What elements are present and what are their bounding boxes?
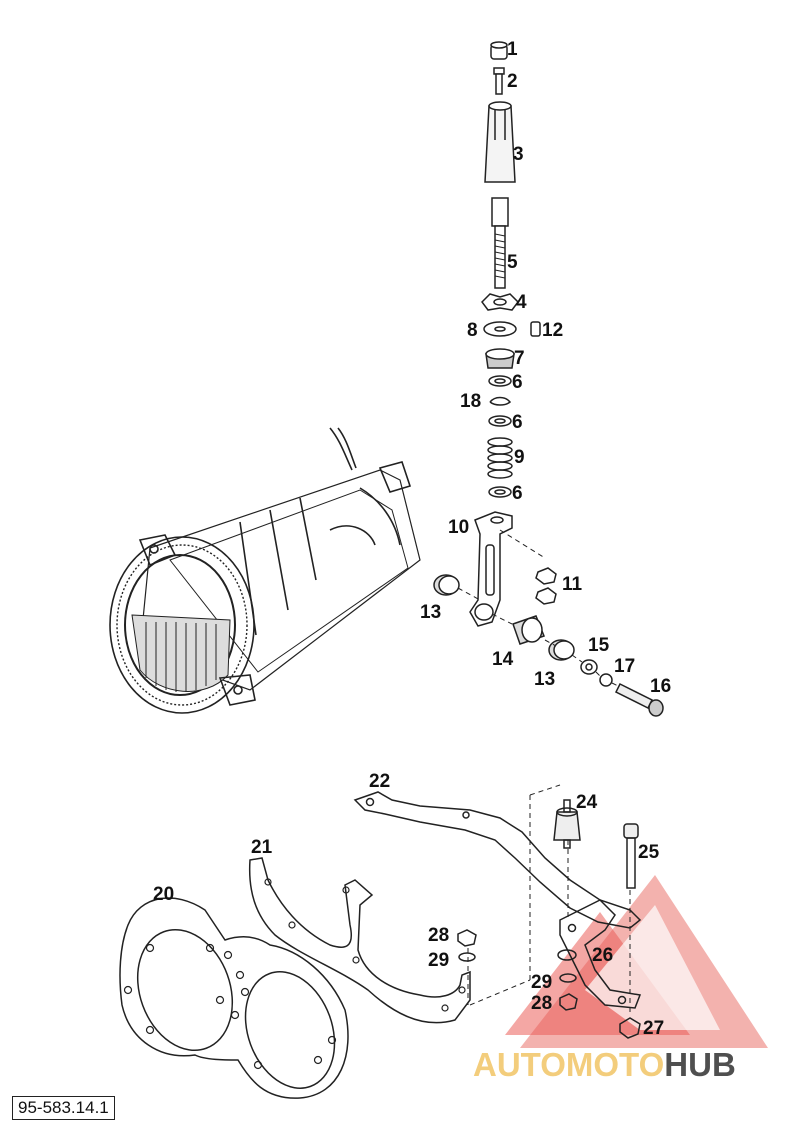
callout-6c: 6 — [512, 483, 523, 504]
callout-21: 21 — [251, 837, 273, 858]
headlight-housing — [109, 427, 421, 714]
callout-17: 17 — [614, 656, 635, 677]
callout-11: 11 — [562, 574, 583, 595]
callout-12: 12 — [542, 320, 563, 341]
callout-13b: 13 — [534, 669, 555, 690]
callout-28a: 28 — [428, 925, 449, 946]
callout-1: 1 — [507, 39, 518, 60]
callout-29a: 29 — [428, 950, 449, 971]
callout-25: 25 — [638, 842, 660, 863]
callout-4: 4 — [516, 292, 527, 313]
callout-18: 18 — [460, 391, 481, 412]
callout-29b: 29 — [531, 972, 552, 993]
diagram-reference-code: 95-583.14.1 — [12, 1096, 115, 1120]
callout-9: 9 — [514, 447, 525, 468]
callout-15: 15 — [588, 635, 610, 656]
brand-part-1: AUTOMOTO — [473, 1046, 664, 1083]
callout-labels: 1 2 3 5 4 8 12 7 6 18 6 9 6 10 11 13 14 … — [153, 39, 671, 1039]
callout-16: 16 — [650, 676, 671, 697]
callout-8: 8 — [467, 320, 478, 341]
callout-24: 24 — [576, 792, 598, 813]
callout-13a: 13 — [420, 602, 441, 623]
callout-2: 2 — [507, 71, 518, 92]
callout-22: 22 — [369, 771, 390, 792]
callout-27: 27 — [643, 1018, 664, 1039]
callout-7: 7 — [514, 348, 525, 369]
svg-text:AUTOMOTOHUB: AUTOMOTOHUB — [473, 1046, 736, 1083]
watermark-brand: AUTOMOTOHUB — [473, 1046, 736, 1083]
lower-mount-assembly — [119, 791, 642, 1099]
callout-5: 5 — [507, 252, 518, 273]
callout-20: 20 — [153, 884, 174, 905]
adjuster-parts-stack — [433, 41, 664, 717]
brand-part-2: HUB — [664, 1046, 736, 1083]
callout-6a: 6 — [512, 372, 523, 393]
callout-26: 26 — [592, 945, 613, 966]
callout-10: 10 — [448, 517, 469, 538]
callout-14: 14 — [492, 649, 514, 670]
callout-28b: 28 — [531, 993, 552, 1014]
callout-3: 3 — [513, 144, 524, 165]
callout-6b: 6 — [512, 412, 523, 433]
